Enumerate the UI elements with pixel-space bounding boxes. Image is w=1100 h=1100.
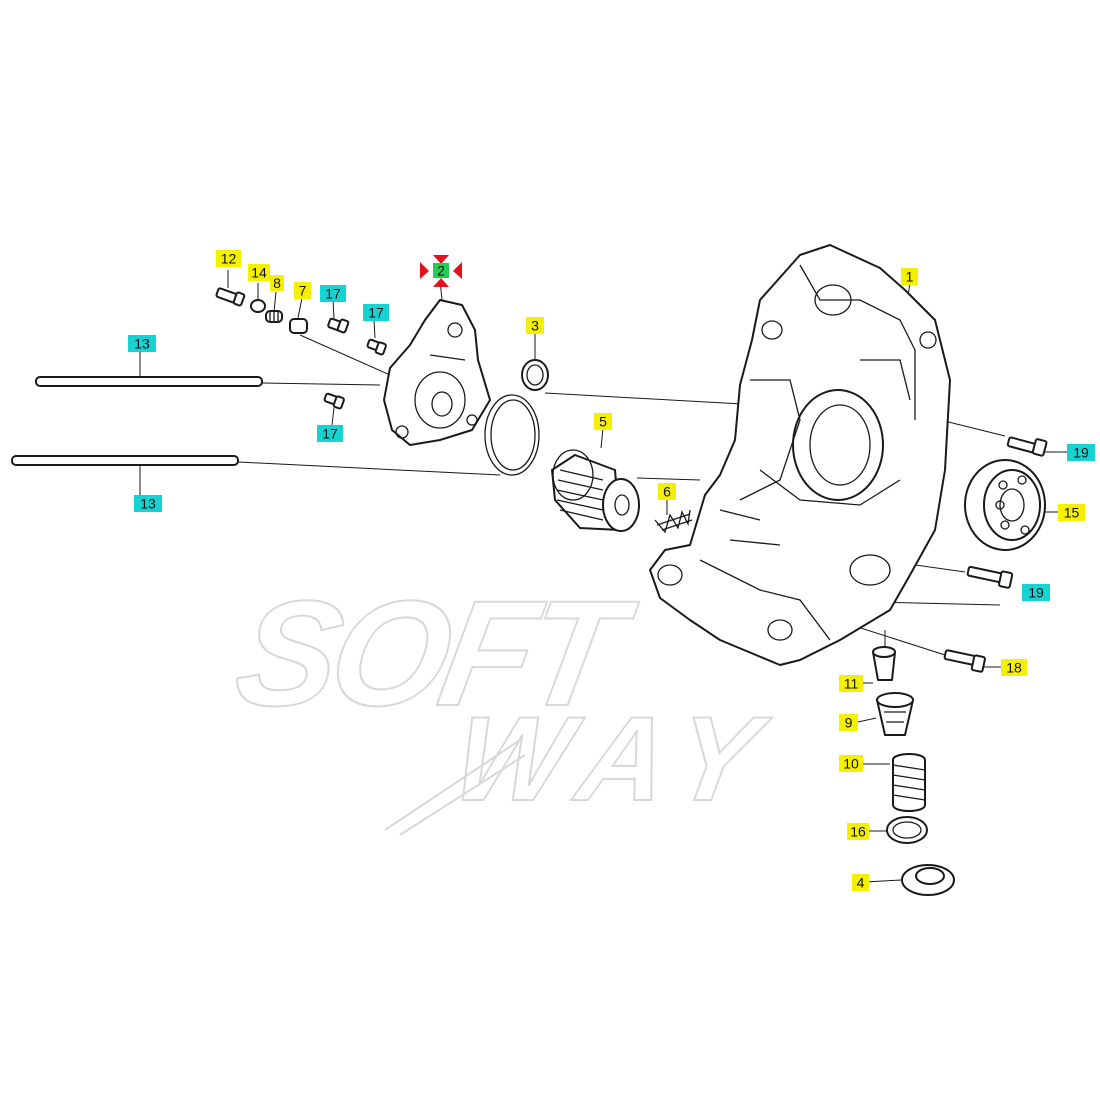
part-label-number: 19 (1073, 445, 1089, 461)
part-label-number: 12 (221, 251, 237, 267)
part-label-badge (847, 823, 869, 840)
spring-8 (265, 310, 283, 323)
spring-6 (654, 509, 693, 534)
part-label-badge (1058, 504, 1085, 521)
part-label-number: 8 (273, 275, 281, 291)
bolt-19-upper (1006, 436, 1048, 457)
part-label-badge (526, 317, 544, 334)
part-label-17[interactable]: 17 (317, 425, 343, 442)
part-label-badge (433, 263, 449, 278)
part-label-number: 6 (663, 484, 671, 500)
watermark-line1: SOFT (225, 570, 645, 738)
part-label-11[interactable]: 11 (839, 675, 863, 692)
part-label-number: 19 (1028, 585, 1044, 601)
part-label-badge (901, 268, 918, 285)
part-label-16[interactable]: 16 (847, 823, 869, 840)
rod-13-upper (35, 376, 263, 387)
oil-filter-cover[interactable] (383, 299, 491, 446)
oil-filter (551, 449, 640, 532)
part-label-badge (1022, 584, 1050, 601)
part-label-badge (248, 264, 270, 281)
part-label-number: 17 (325, 286, 341, 302)
part-label-17[interactable]: 17 (363, 304, 389, 321)
part-label-9[interactable]: 9 (839, 714, 858, 731)
part-label-18[interactable]: 18 (1001, 659, 1027, 676)
part-label-15[interactable]: 15 (1058, 504, 1085, 521)
part-label-7[interactable]: 7 (294, 282, 311, 299)
part-label-badge (1001, 659, 1027, 676)
part-label-1[interactable]: 1 (901, 268, 918, 285)
part-label-number: 9 (845, 715, 853, 731)
part-label-number: 14 (251, 265, 267, 281)
part-label-number: 7 (299, 283, 307, 299)
watermark-line2: WAY (444, 692, 777, 826)
part-label-12[interactable]: 12 (216, 250, 241, 267)
part-label-number: 5 (599, 414, 607, 430)
part-label-2[interactable]: 2 (433, 263, 449, 279)
selector-arrow-bottom (433, 278, 449, 287)
part-label-13[interactable]: 13 (134, 495, 162, 512)
part-label-badge (852, 874, 869, 891)
part-label-8[interactable]: 8 (270, 275, 284, 291)
part-label-number: 18 (1006, 660, 1022, 676)
part-label-number: 17 (322, 426, 338, 442)
part-label-badge (839, 714, 858, 731)
part-label-19[interactable]: 19 (1022, 584, 1050, 601)
part-label-number: 13 (134, 336, 150, 352)
part-label-badge (320, 285, 346, 302)
selector-arrow-right (453, 262, 462, 279)
rod-13-lower (11, 455, 239, 466)
part-label-19[interactable]: 19 (1067, 444, 1095, 461)
selector-arrow-left (420, 262, 429, 279)
part-label-badge (317, 425, 343, 442)
crankcase (649, 244, 951, 666)
oil-strainer-stack (872, 646, 955, 896)
part-label-number: 11 (844, 676, 859, 692)
part-label-number: 17 (368, 305, 384, 321)
selected-part-marker (420, 255, 462, 287)
selector-arrow-top (433, 255, 449, 264)
part-label-badge (839, 755, 863, 772)
part-label-number: 13 (140, 496, 156, 512)
part-label-badge (658, 483, 676, 500)
part-label-4[interactable]: 4 (852, 874, 869, 891)
part-label-6[interactable]: 6 (658, 483, 676, 500)
part-label-17[interactable]: 17 (320, 285, 346, 302)
part-label-number: 16 (850, 824, 866, 840)
bolt-18 (943, 649, 986, 673)
part-label-number: 4 (857, 875, 865, 891)
watermark: SOFT WAY (224, 569, 778, 836)
part-label-badge (294, 282, 311, 299)
part-label-number: 2 (437, 263, 445, 279)
bushing-7 (289, 318, 308, 334)
bearing (964, 459, 1046, 551)
part-label-5[interactable]: 5 (594, 413, 612, 430)
part-label-badge (216, 250, 241, 267)
bolt-17-top (327, 317, 350, 334)
part-label-badge (128, 335, 156, 352)
bolt-17-low (323, 392, 345, 410)
part-label-14[interactable]: 14 (248, 264, 270, 281)
part-label-number: 3 (531, 318, 539, 334)
part-label-13[interactable]: 13 (128, 335, 156, 352)
bolt-17-mid (366, 338, 387, 356)
part-label-badge (1067, 444, 1095, 461)
part-label-badge (839, 675, 863, 692)
part-label-badge (134, 495, 162, 512)
part-label-number: 10 (843, 756, 859, 772)
part-label-3[interactable]: 3 (526, 317, 544, 334)
part-label-badge (594, 413, 612, 430)
part-label-10[interactable]: 10 (839, 755, 863, 772)
part-label-number: 1 (906, 269, 914, 285)
part-label-badge (363, 304, 389, 321)
o-ring-small (521, 359, 549, 391)
bolt-19-lower (966, 565, 1014, 589)
washer-14 (250, 299, 266, 313)
part-label-number: 15 (1064, 505, 1080, 521)
o-ring-large (484, 394, 540, 476)
part-label-badge (270, 275, 284, 291)
bolt-12 (215, 287, 246, 307)
